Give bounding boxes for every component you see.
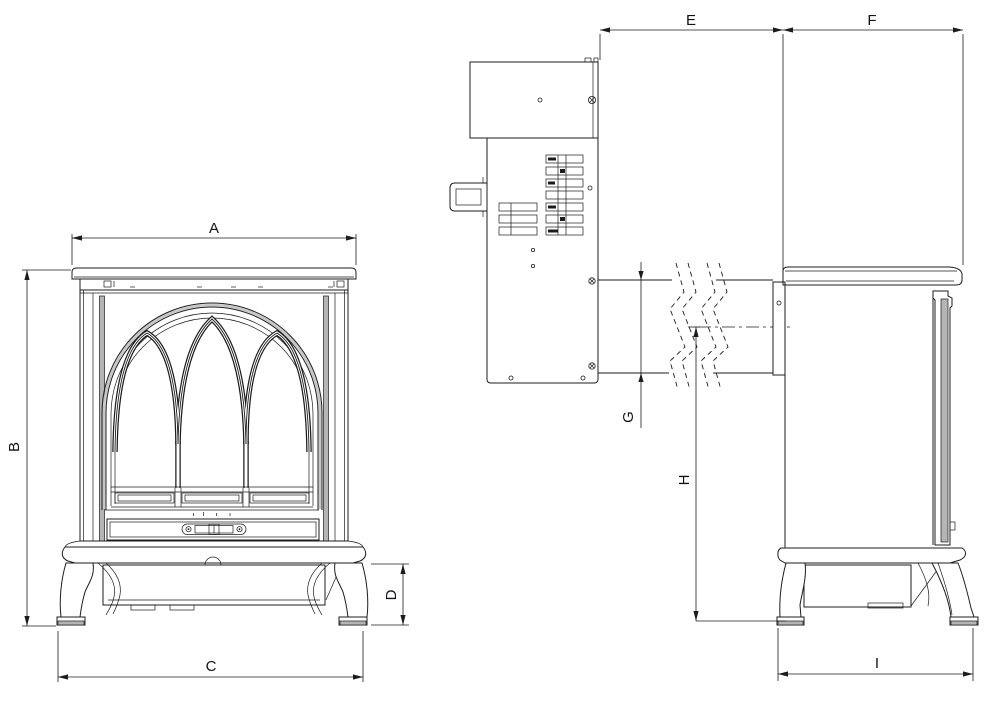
side-base-legs: [776, 547, 979, 626]
dimension-a: A: [71, 220, 357, 265]
dim-g-label: G: [620, 411, 637, 423]
flue-unit: [449, 57, 599, 384]
dim-b-label: B: [6, 442, 23, 452]
vent-slots-left: [498, 202, 538, 236]
front-top-molding: [71, 267, 357, 291]
dimension-h: H: [676, 326, 786, 622]
slider-control[interactable]: [181, 523, 247, 535]
front-base-legs: [56, 540, 369, 626]
dim-a-label: A: [209, 220, 219, 237]
side-view: [449, 57, 979, 626]
dimension-g: G: [620, 262, 644, 428]
dimension-i: I: [777, 628, 974, 681]
side-stove-body: [782, 266, 963, 549]
dimension-d: D: [371, 563, 409, 626]
connecting-pipe: [598, 262, 793, 391]
front-control-strip: [80, 512, 348, 542]
dim-d-label: D: [383, 589, 400, 600]
dim-f-label: F: [867, 12, 876, 29]
dim-h-label: H: [676, 475, 693, 486]
dimension-c: C: [57, 631, 364, 682]
vent-slots-right: [545, 154, 584, 236]
dim-c-label: C: [206, 658, 217, 675]
dim-i-label: I: [875, 655, 879, 672]
dimension-e: E: [599, 12, 784, 281]
front-view: [56, 267, 369, 626]
front-arch-window: [101, 302, 323, 511]
dim-e-label: E: [686, 12, 696, 29]
dimension-b: B: [6, 269, 71, 627]
dimension-f: F: [783, 12, 964, 265]
